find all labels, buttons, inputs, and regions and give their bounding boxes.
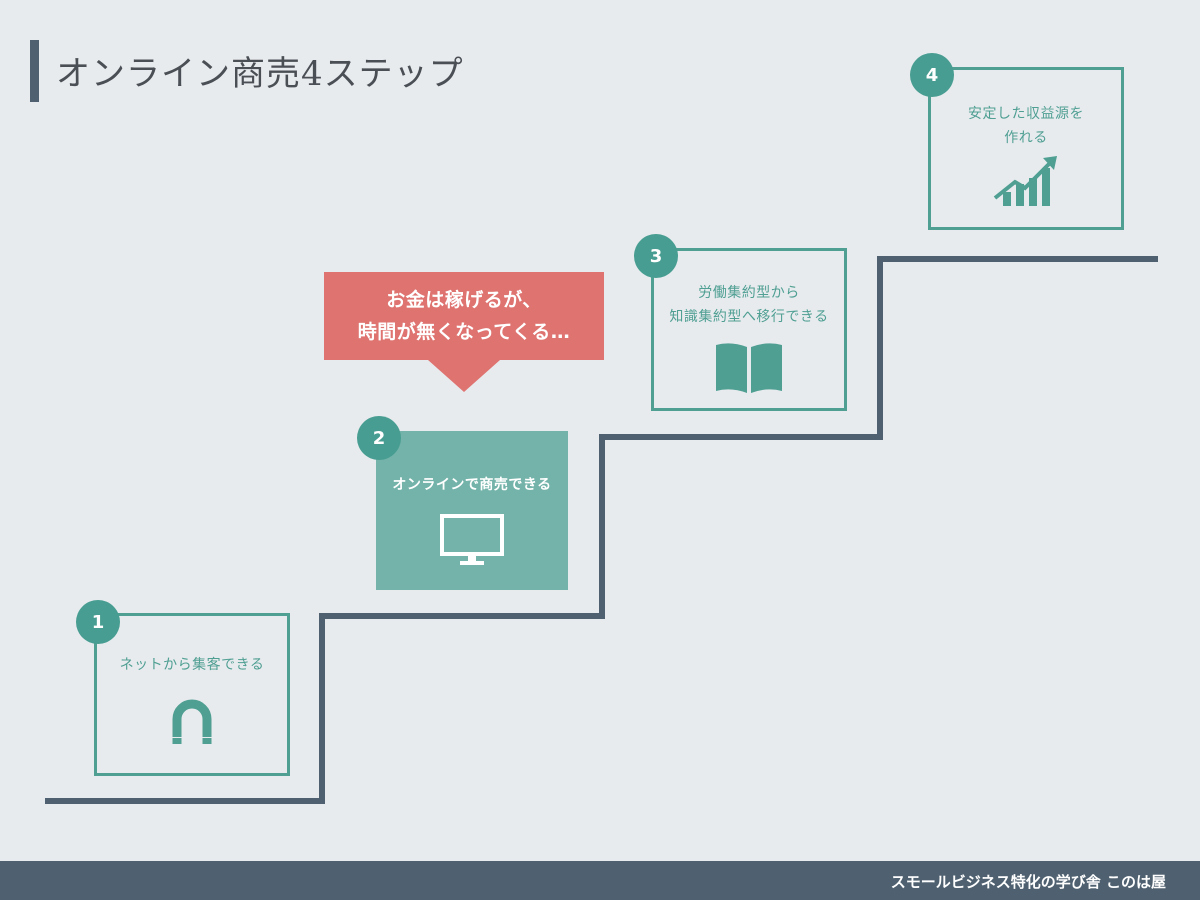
page-title: オンライン商売4ステップ [56,54,464,94]
warning-callout: お金は稼げるが、 時間が無くなってくる… [324,272,604,392]
step-2-box: オンラインで商売できる [376,431,568,590]
step-3-label-1: 労働集約型から [698,285,800,301]
step-3-box: 労働集約型から 知識集約型へ移行できる [651,248,847,411]
step-4-badge: 4 [910,53,954,97]
book-icon [716,343,782,393]
step-4-box: 安定した収益源を 作れる [928,67,1124,230]
growth-chart-icon [993,156,1057,206]
step-1-box: ネットから集客できる [94,613,290,776]
step-4-label-1: 安定した収益源を [968,106,1084,122]
title-accent-bar [30,40,39,102]
footer-text: スモールビジネス特化の学び舎 このは屋 [890,873,1166,891]
callout-line-1: お金は稼げるが、 [386,289,542,311]
step-1-label: ネットから集客できる [119,657,265,673]
step-2-badge: 2 [357,416,401,460]
step-1-badge: 1 [76,600,120,644]
step-3-badge: 3 [634,234,678,278]
step-3-label-2: 知識集約型へ移行できる [669,309,829,325]
magnet-icon [172,699,212,745]
footer-bar: スモールビジネス特化の学び舎 このは屋 [0,861,1200,900]
step-2-label: オンラインで商売できる [392,477,552,493]
monitor-icon [440,514,504,565]
callout-line-2: 時間が無くなってくる… [357,321,571,343]
step-4-label-2: 作れる [1004,130,1048,146]
